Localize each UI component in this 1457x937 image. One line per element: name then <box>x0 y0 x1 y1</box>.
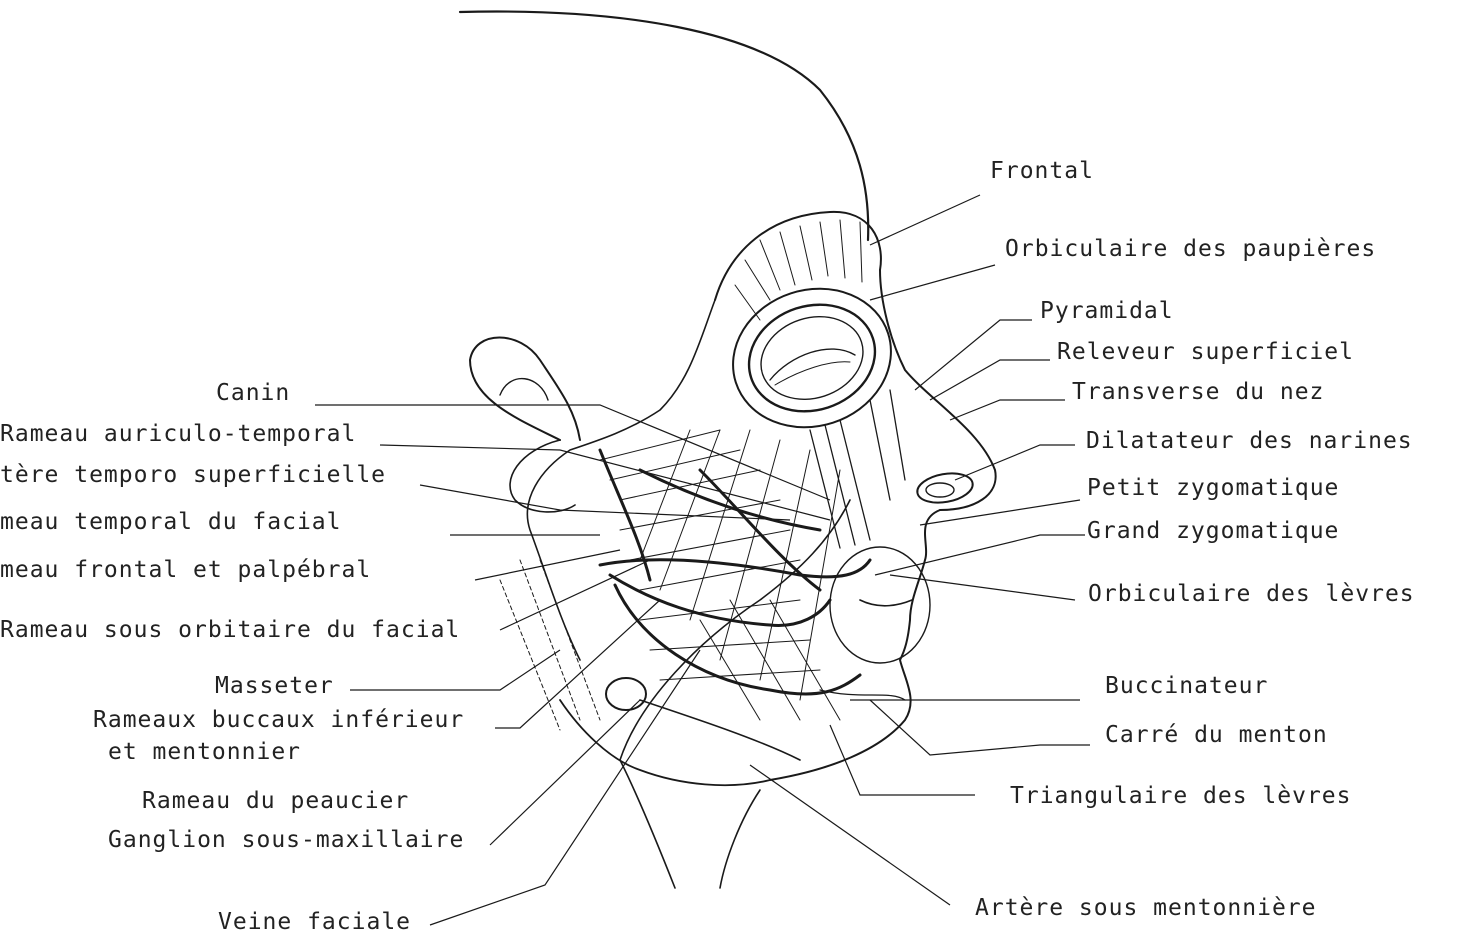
ear-outer <box>470 338 580 441</box>
frontal-fibres <box>735 220 862 320</box>
ear-inner <box>500 379 548 400</box>
label-canin: Canin <box>216 382 290 405</box>
neck-back <box>620 760 675 888</box>
jaw-line <box>560 700 770 785</box>
label-masseter: Masseter <box>215 675 334 698</box>
label-artere-temporo-superficielle: tère temporo superficielle <box>0 464 386 487</box>
label-rameau-frontal-palpebral: meau frontal et palpébral <box>0 559 371 582</box>
label-rameau-sous-orbitaire: Rameau sous orbitaire du facial <box>0 619 460 642</box>
label-rameaux-buccaux-1: Rameaux buccaux inférieur <box>93 709 464 732</box>
cheek-outline <box>527 300 715 660</box>
head-outline <box>460 12 868 240</box>
label-carre-menton: Carré du menton <box>1105 724 1328 747</box>
facial-vein <box>620 500 850 760</box>
neck-front <box>720 790 760 888</box>
zygomatic-muscles <box>810 390 905 548</box>
label-rameau-auriculo-temporal: Rameau auriculo-temporal <box>0 423 356 446</box>
label-buccinateur: Buccinateur <box>1105 675 1268 698</box>
label-grand-zygomatique: Grand zygomatique <box>1087 520 1339 543</box>
label-dilatateur-narines: Dilatateur des narines <box>1086 430 1413 453</box>
facial-artery <box>640 700 800 760</box>
lip-line <box>860 600 912 606</box>
label-releveur-superficiel: Releveur superficiel <box>1057 341 1354 364</box>
orbicularis-oculi-inner <box>750 304 874 412</box>
label-frontal: Frontal <box>990 160 1094 183</box>
label-veine-faciale: Veine faciale <box>218 911 411 934</box>
label-rameau-temporal-facial: meau temporal du facial <box>0 511 342 534</box>
orbicularis-oculi-outer <box>715 269 909 448</box>
label-orbiculaire-levres: Orbiculaire des lèvres <box>1088 583 1415 606</box>
label-rameaux-buccaux-2: et mentonnier <box>108 741 301 764</box>
label-orbiculaire-paupieres: Orbiculaire des paupières <box>1005 238 1376 261</box>
label-rameau-peaucier: Rameau du peaucier <box>142 790 409 813</box>
label-ganglion: Ganglion sous-maxillaire <box>108 829 464 852</box>
label-pyramidal: Pyramidal <box>1040 300 1174 323</box>
forehead-outline <box>715 212 881 300</box>
label-triangulaire-levres: Triangulaire des lèvres <box>1010 785 1352 808</box>
label-transverse-nez: Transverse du nez <box>1072 381 1324 404</box>
eyelid <box>770 349 855 380</box>
orbicularis-oculi-mid <box>735 289 889 427</box>
lips-profile <box>770 510 940 780</box>
submaxillary-ganglion <box>606 678 646 710</box>
nostril-inner <box>926 483 954 497</box>
label-petit-zygomatique: Petit zygomatique <box>1087 477 1339 500</box>
nose-profile <box>880 270 996 510</box>
label-artere-sous-mentonniere: Artère sous mentonnière <box>975 897 1317 920</box>
